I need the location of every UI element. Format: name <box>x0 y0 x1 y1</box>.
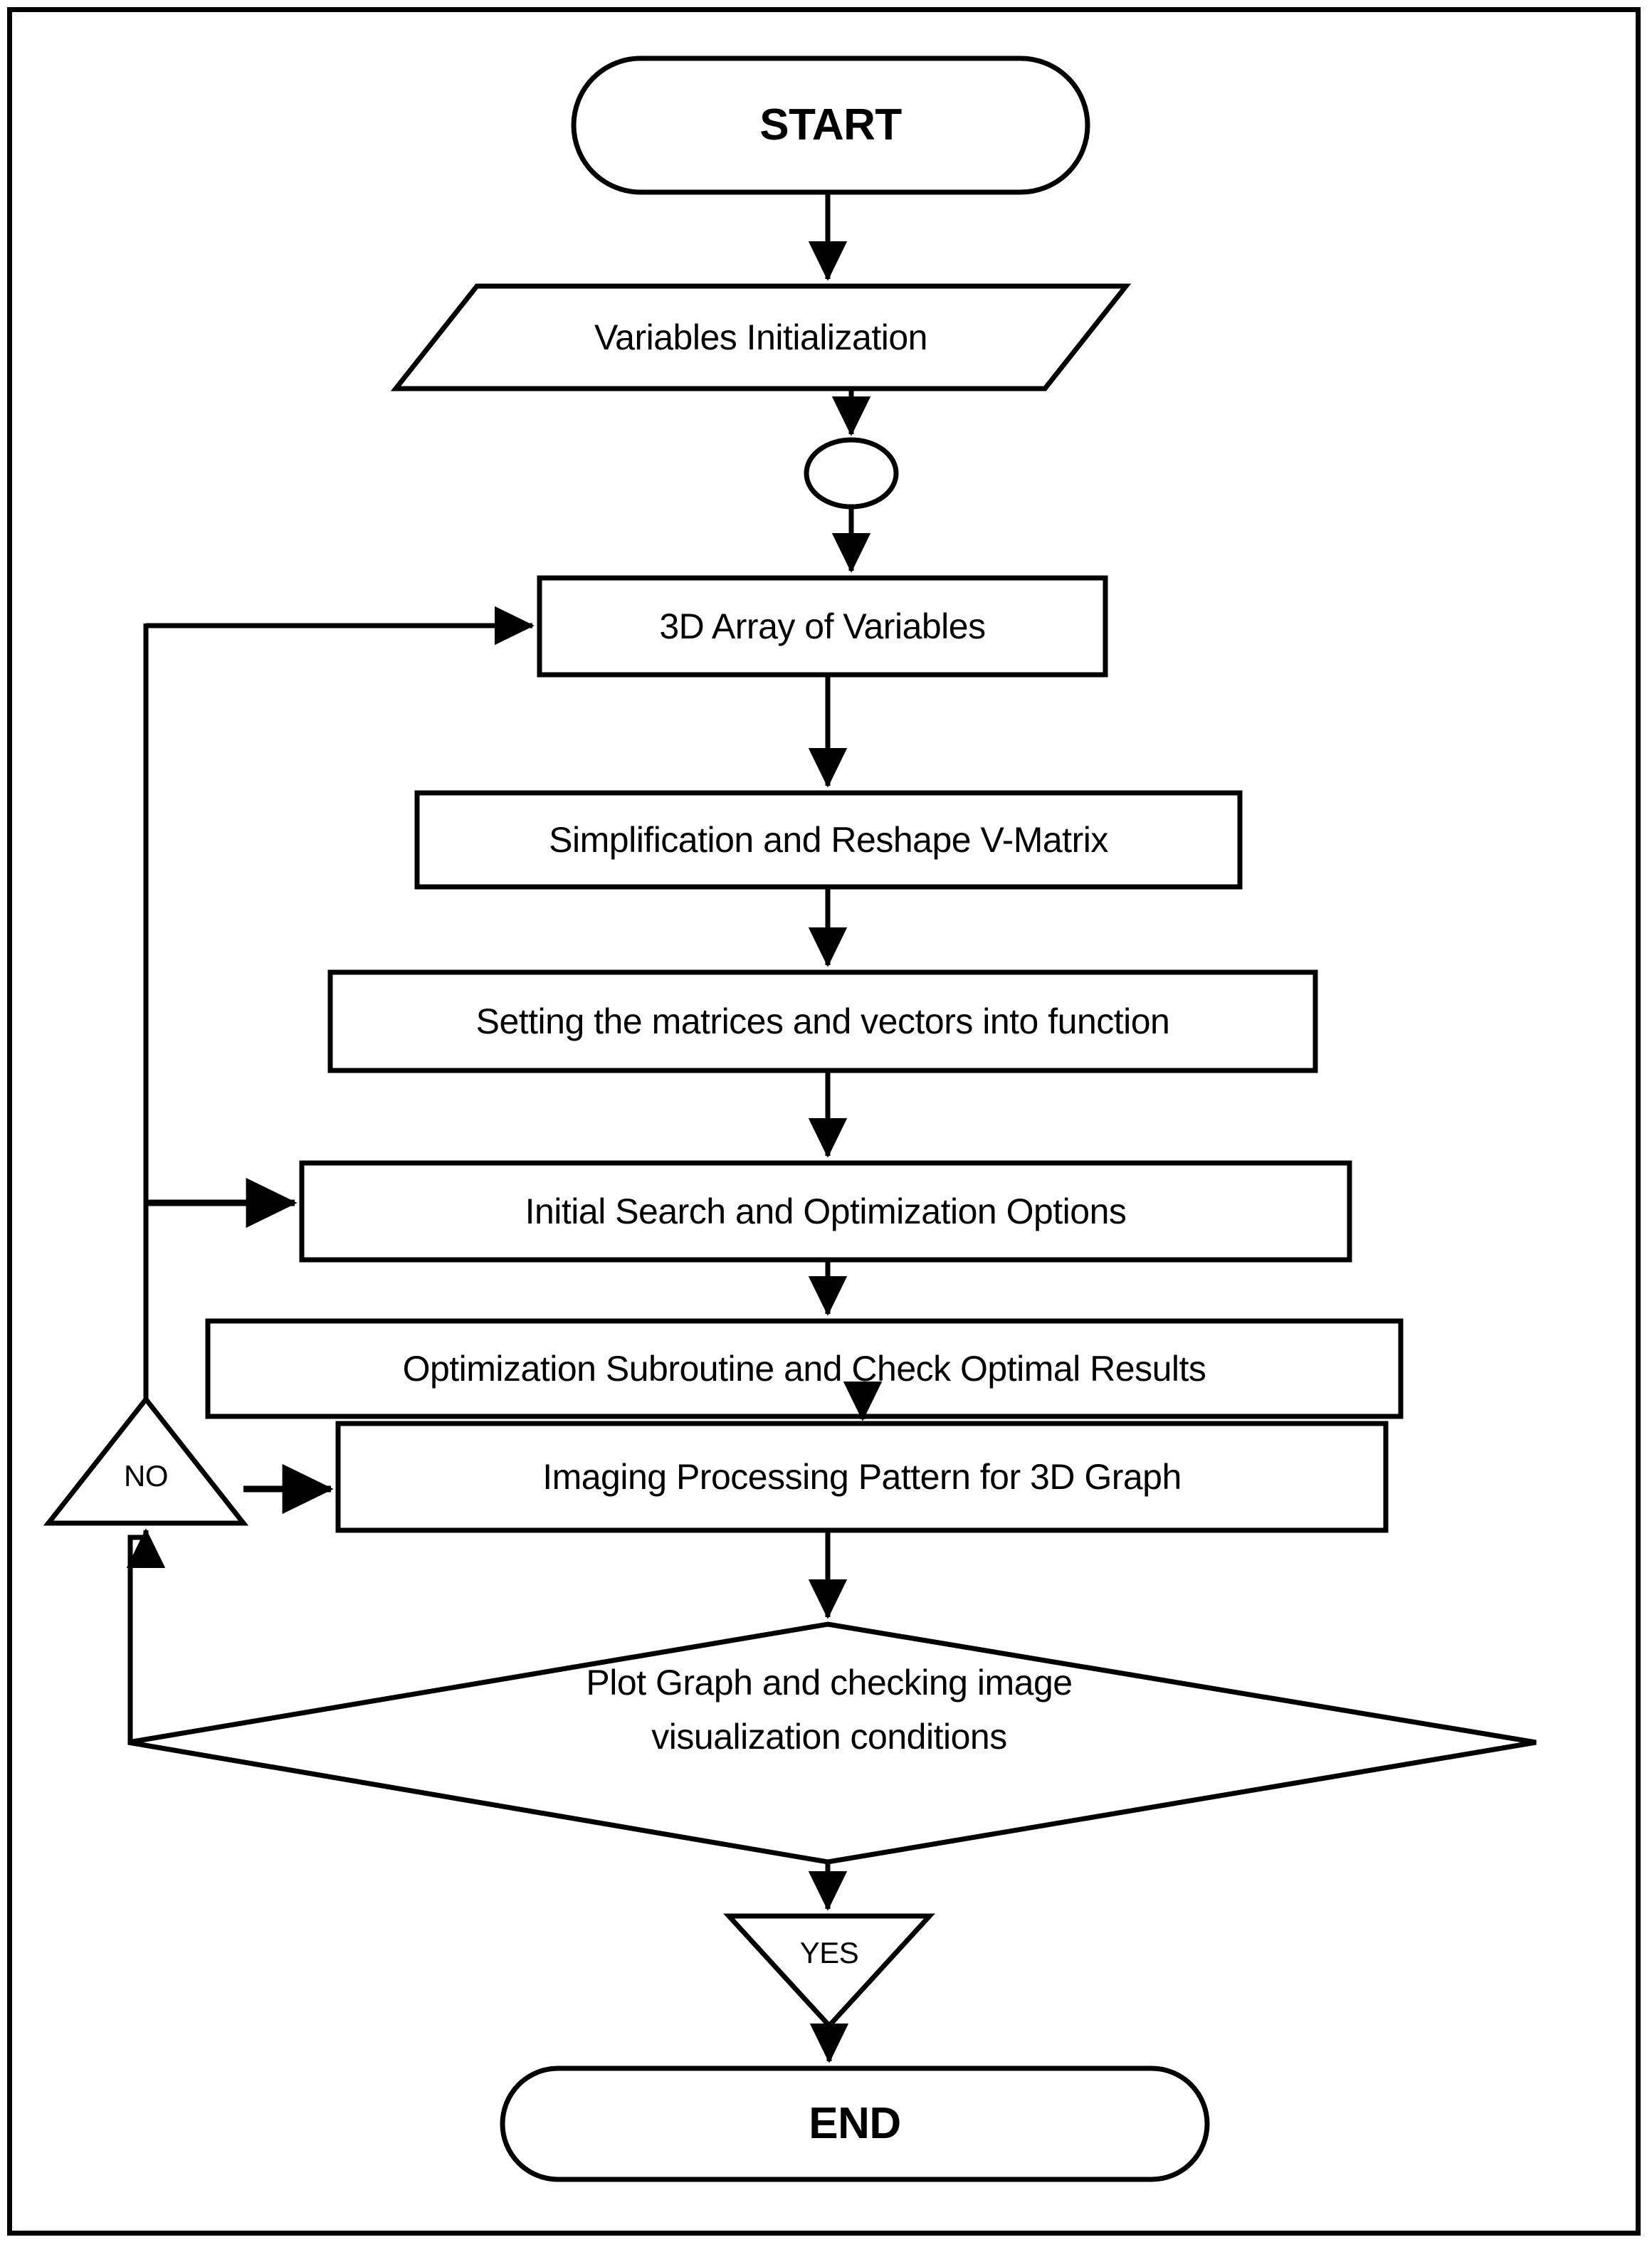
branch-no-shape <box>43 1395 249 1526</box>
optimization-subroutine-shape <box>205 1318 1404 1419</box>
imaging-processing-shape <box>335 1421 1389 1533</box>
variables-initialization-shape <box>390 283 1132 391</box>
setting-matrices-shape <box>327 969 1318 1073</box>
connector-ellipse-shape <box>804 437 899 510</box>
branch-yes-shape <box>723 1913 935 2030</box>
array-3d-shape <box>537 575 1108 678</box>
plot-decision-shape <box>127 1621 1537 1865</box>
initial-search-shape <box>299 1160 1352 1263</box>
simplification-shape <box>414 790 1243 890</box>
end-terminator-shape <box>500 2066 1210 2182</box>
edge-no-feedback-path <box>127 1535 146 1742</box>
start-terminator-shape <box>571 56 1090 195</box>
